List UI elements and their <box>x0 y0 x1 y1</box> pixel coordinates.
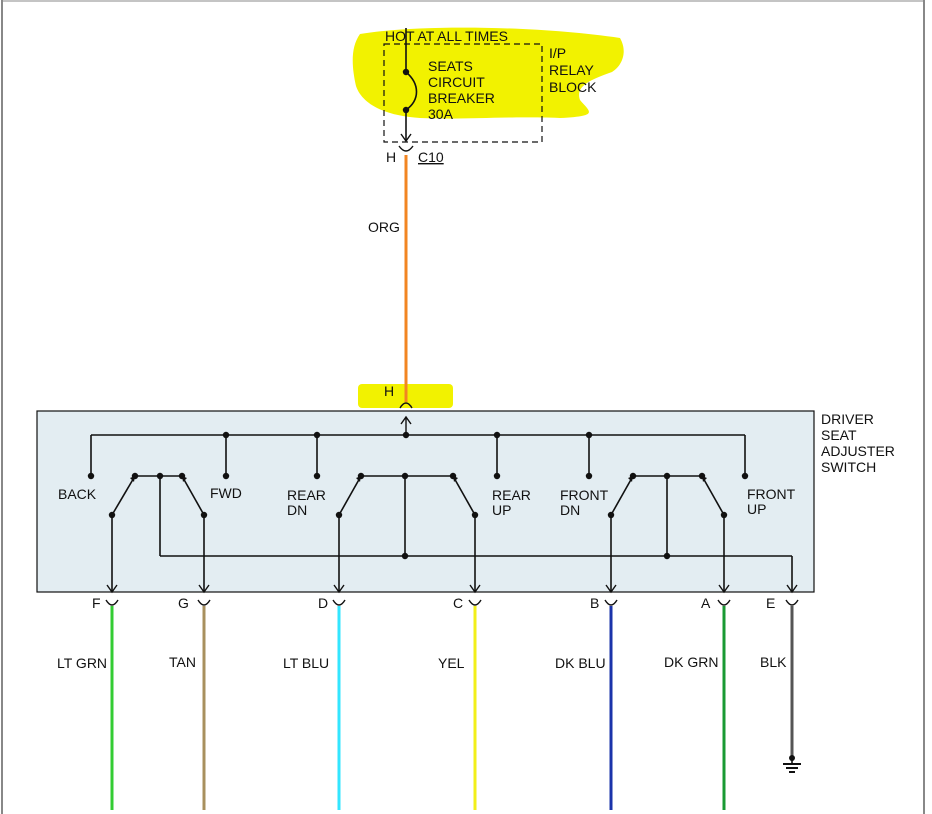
connector-a-icon <box>717 599 731 606</box>
breaker-label: SEATS CIRCUIT BREAKER 30A <box>428 58 499 122</box>
connector-c10-icon <box>398 145 414 152</box>
wire-label-lt-blu: LT BLU <box>283 655 329 671</box>
terminal-label-d: D <box>318 595 328 611</box>
top-terminal-label: H <box>386 149 396 165</box>
relay-block-label: I/P RELAY BLOCK <box>549 45 598 95</box>
output-wires: F LT GRN G TAN D LT BLU C YEL B DK BLU A… <box>57 595 799 810</box>
position-label-front-dn: FRONT DN <box>560 487 612 518</box>
terminal-label-b: B <box>590 595 599 611</box>
switch-terminal-h-label: H <box>384 383 394 399</box>
org-wire-label: ORG <box>368 219 400 235</box>
connector-e-icon <box>785 599 799 606</box>
position-label-front-up: FRONT UP <box>747 486 799 517</box>
terminal-label-g: G <box>178 595 189 611</box>
connector-b-icon <box>604 599 618 606</box>
switch-internal-wiring <box>87 415 798 594</box>
wire-label-blk: BLK <box>760 654 787 670</box>
hot-at-all-times-label: HOT AT ALL TIMES <box>385 28 508 44</box>
wire-label-dk-blu: DK BLU <box>555 655 606 671</box>
wire-label-dk-grn: DK GRN <box>664 654 718 670</box>
terminal-label-e: E <box>766 595 775 611</box>
connector-d-icon <box>332 599 346 606</box>
position-label-back: BACK <box>58 486 97 502</box>
wire-label-lt-grn: LT GRN <box>57 655 107 671</box>
switch-title: DRIVER SEAT ADJUSTER SWITCH <box>821 411 899 475</box>
terminal-label-a: A <box>701 595 711 611</box>
circuit-breaker-icon <box>400 28 418 143</box>
top-connector-label: C10 <box>418 149 444 165</box>
position-label-fwd: FWD <box>210 485 242 501</box>
wire-label-yel: YEL <box>438 655 465 671</box>
relay-block-box <box>383 43 543 143</box>
connector-h-icon <box>399 402 413 409</box>
terminal-label-c: C <box>453 595 463 611</box>
highlighter-mark-top <box>352 27 624 119</box>
connector-c-icon <box>468 599 482 606</box>
connector-f-icon <box>105 599 119 606</box>
ground-icon <box>783 755 801 773</box>
driver-seat-adjuster-switch-box <box>36 410 815 593</box>
connector-g-icon <box>197 599 211 606</box>
position-label-rear-dn: REAR DN <box>287 487 330 518</box>
terminal-label-f: F <box>92 595 101 611</box>
wire-label-tan: TAN <box>169 654 196 670</box>
position-label-rear-up: REAR UP <box>492 487 535 518</box>
